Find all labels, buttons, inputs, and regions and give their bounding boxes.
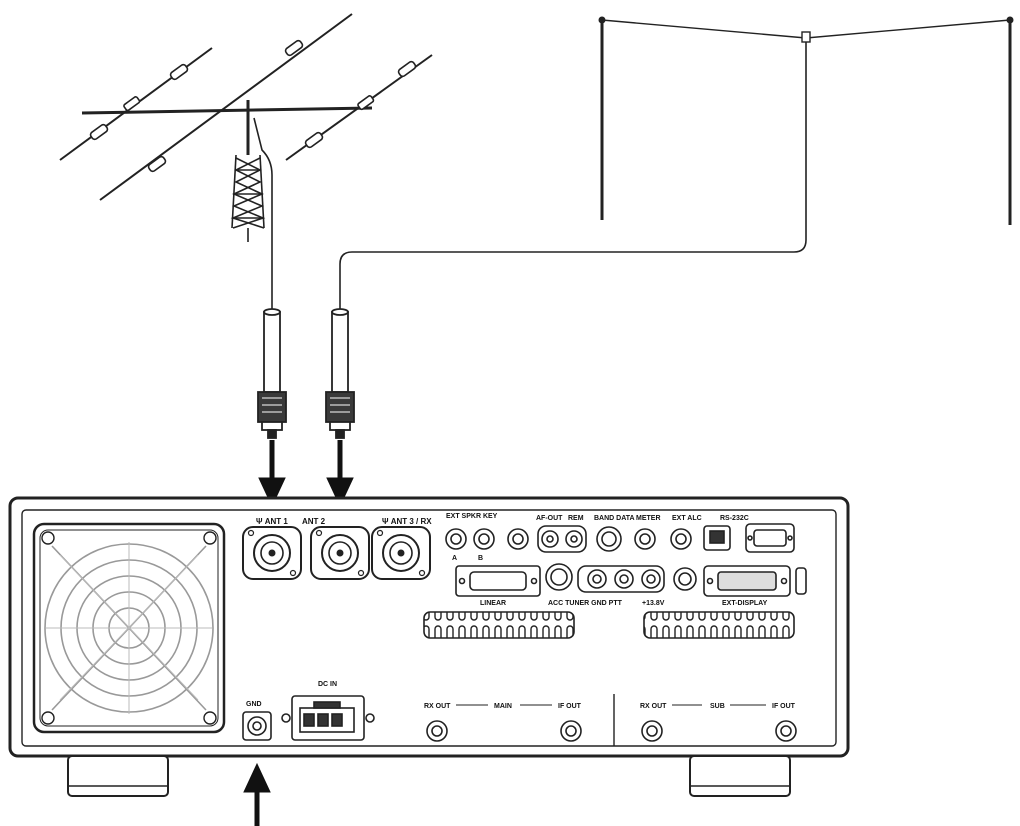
- coax-connector-1: [257, 308, 287, 439]
- rem-jack: [596, 526, 622, 552]
- if-out-sub-jack: [775, 720, 797, 742]
- ant-socket-3: [371, 526, 431, 580]
- ant2-label: ANT 2: [302, 517, 326, 526]
- right-foot: [689, 755, 791, 797]
- ptt-jack: [641, 569, 661, 589]
- left-foot: [67, 755, 169, 797]
- vent-slots-left: [423, 611, 575, 639]
- ant3-label: Ψ ANT 3 / RX: [382, 517, 432, 526]
- rs232c-port: [745, 523, 795, 553]
- if-out-main-jack: [560, 720, 582, 742]
- arrow-down-icon: [326, 440, 354, 508]
- ext-spkr-key-label: EXT SPKR KEY: [446, 513, 498, 520]
- ab-label-b: B: [478, 555, 483, 562]
- meter-label: METER: [636, 515, 661, 522]
- acc-tuner-gnd-ptt-label: ACC TUNER GND PTT: [548, 600, 623, 607]
- dipole-coax-cable: [339, 42, 807, 312]
- meter-jack: [670, 528, 692, 550]
- key-jack: [507, 528, 529, 550]
- power-13v-label: +13.8V: [642, 600, 665, 607]
- rx-out-main-label: RX OUT: [424, 703, 451, 710]
- dc-in-socket: [281, 695, 375, 741]
- vent-slots-right: [643, 611, 795, 639]
- ant1-label: Ψ ANT 1: [256, 517, 288, 526]
- ext-alc-jack: [703, 525, 731, 551]
- rx-out-sub-jack: [641, 720, 663, 742]
- linear-label: LINEAR: [480, 600, 506, 607]
- ab-label-a: A: [452, 555, 457, 562]
- ext-spkr-jack-b: [473, 528, 495, 550]
- side-slot: [795, 567, 807, 595]
- if-out-main-label: IF OUT: [558, 703, 582, 710]
- if-out-sub-label: IF OUT: [772, 703, 796, 710]
- arrow-down-icon: [258, 440, 286, 508]
- af-out-label: AF-OUT: [536, 515, 563, 522]
- rem-label: REM: [568, 515, 584, 522]
- rx-out-main-jack: [426, 720, 448, 742]
- ext-display-label: EXT-DISPLAY: [722, 600, 768, 607]
- dipole-antenna: [339, 16, 1014, 312]
- power-13v-jack: [673, 567, 697, 591]
- transceiver-rear-panel: Ψ ANT 1 ANT 2 Ψ ANT 3 / RX EXT SPKR KEY …: [8, 496, 850, 797]
- coax-connector-2: [325, 308, 355, 439]
- ext-spkr-jack-a: [445, 528, 467, 550]
- ext-alc-label: EXT ALC: [672, 515, 702, 522]
- rx-out-sub-label: RX OUT: [640, 703, 667, 710]
- dc-in-label: DC IN: [318, 681, 337, 688]
- yagi-coax-cable: [253, 117, 273, 312]
- band-data-jack: [634, 528, 656, 550]
- sub-label: SUB: [710, 703, 725, 710]
- main-label: MAIN: [494, 703, 512, 710]
- ant-socket-1: [242, 526, 302, 580]
- af-out-jacks: [541, 530, 583, 548]
- ext-display-port: [703, 565, 791, 597]
- arrow-up-icon: [243, 762, 271, 826]
- rs232c-label: RS-232C: [720, 515, 749, 522]
- ant-socket-2: [310, 526, 370, 580]
- linear-port: [455, 565, 541, 597]
- yagi-antenna: [59, 13, 433, 312]
- tuner-jack: [587, 569, 607, 589]
- gnd-terminal: [242, 711, 272, 741]
- cooling-fan: [32, 522, 226, 734]
- gnd-jack: [614, 569, 634, 589]
- acc-port: [545, 563, 573, 591]
- antenna-tower: [230, 154, 266, 242]
- gnd-label: GND: [246, 701, 262, 708]
- band-data-label: BAND DATA: [594, 515, 635, 522]
